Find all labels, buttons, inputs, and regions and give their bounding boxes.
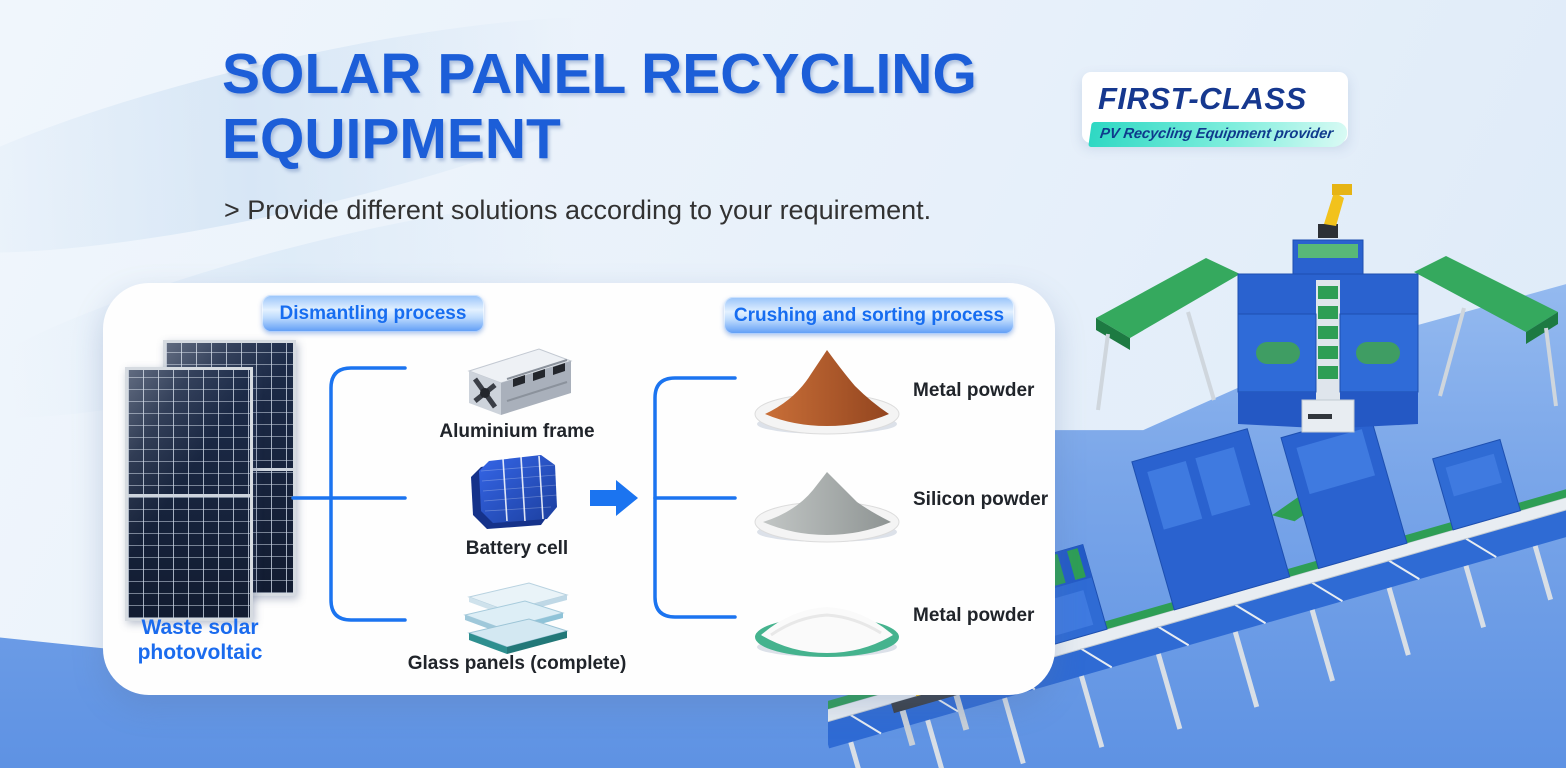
waste-solar-label-line2: photovoltaic [137,640,263,664]
first-class-badge: FIRST-CLASS PV Recycling Equipment provi… [1082,72,1349,147]
metal-powder-label: Metal powder [913,380,1035,401]
battery-cell-label: Battery cell [465,538,569,559]
right-conveyor-wedge [1414,256,1558,407]
flow-arrow-icon [590,480,638,516]
sorting-cabinets [1131,420,1521,611]
process-flow-card: Dismantling process Crushing and sorting… [103,283,1055,695]
page-subtitle: > Provide different solutions according … [224,195,932,225]
dismantling-machine-illustration [1096,184,1558,433]
machine-body [1237,239,1419,433]
page-title-line2: EQUIPMENT [222,106,561,171]
aluminium-frame-label: Aluminium frame [439,421,595,442]
white-powder-image [755,607,899,657]
page-title-line1: SOLAR PANEL RECYCLING [222,42,977,106]
robot-arm [1318,184,1352,238]
metal-powder-label-2: Metal powder [913,605,1035,626]
page-title: SOLAR PANEL RECYCLING EQUIPMENT [222,42,977,172]
silicon-powder-image [754,472,900,543]
dismantling-process-chip: Dismantling process [262,295,484,332]
badge-title: FIRST-CLASS [1098,81,1307,116]
crushing-sorting-process-chip: Crushing and sorting process [724,297,1014,334]
flow-connector-lines [291,366,737,622]
metal-powder-image [754,350,900,435]
glass-panels-image [463,582,569,654]
waste-solar-label-line1: Waste solar [141,616,259,639]
waste-solar-panel-front-image [125,367,253,621]
badge-tagline: PV Recycling Equipment provider [1088,122,1349,147]
silicon-powder-label: Silicon powder [913,489,1049,510]
battery-cell-image [471,455,558,529]
waste-solar-label: Waste solar photovoltaic [120,616,280,666]
panel-divider [128,494,250,497]
left-conveyor-wedge [1096,258,1240,411]
glass-panels-label: Glass panels (complete) [407,653,627,674]
aluminium-frame-image [467,348,573,415]
